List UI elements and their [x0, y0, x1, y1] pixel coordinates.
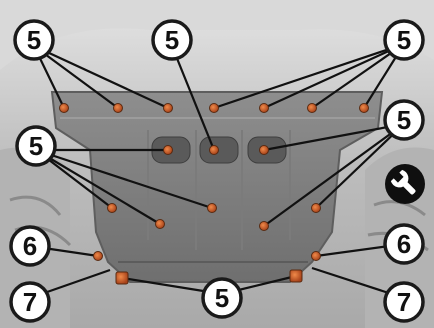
bolt	[208, 204, 217, 213]
callout-label: 5	[165, 25, 179, 55]
bolt	[290, 270, 302, 282]
callout-bottom-center: 5	[203, 279, 241, 317]
callout-seven-right: 7	[385, 283, 423, 321]
callout-top-left: 5	[15, 21, 53, 59]
callout-seven-left: 7	[11, 283, 49, 321]
callout-top-right: 5	[385, 21, 423, 59]
callout-label: 5	[215, 283, 229, 313]
bolt	[94, 252, 103, 261]
bolt	[116, 272, 128, 284]
callout-label: 7	[397, 287, 411, 317]
callout-top-center: 5	[153, 21, 191, 59]
bolt	[60, 104, 69, 113]
bolt	[260, 146, 269, 155]
callout-mid-left: 5	[17, 127, 55, 165]
wrench-icon	[385, 164, 425, 204]
callout-label: 5	[397, 25, 411, 55]
bolt	[210, 146, 219, 155]
bolt	[312, 252, 321, 261]
callout-label: 5	[27, 25, 41, 55]
callout-label: 7	[23, 287, 37, 317]
bolt	[360, 104, 369, 113]
callout-label: 6	[397, 229, 411, 259]
bolt	[260, 104, 269, 113]
callout-label: 5	[29, 131, 43, 161]
bolt	[108, 204, 117, 213]
callout-mid-right: 5	[385, 101, 423, 139]
callout-label: 5	[397, 105, 411, 135]
bolt	[260, 222, 269, 231]
callout-six-right: 6	[385, 225, 423, 263]
bolt	[164, 104, 173, 113]
bolt	[114, 104, 123, 113]
bolt	[308, 104, 317, 113]
bolt	[210, 104, 219, 113]
bolt	[312, 204, 321, 213]
bolt	[156, 220, 165, 229]
callout-label: 6	[23, 231, 37, 261]
bolt	[164, 146, 173, 155]
callout-six-left: 6	[11, 227, 49, 265]
